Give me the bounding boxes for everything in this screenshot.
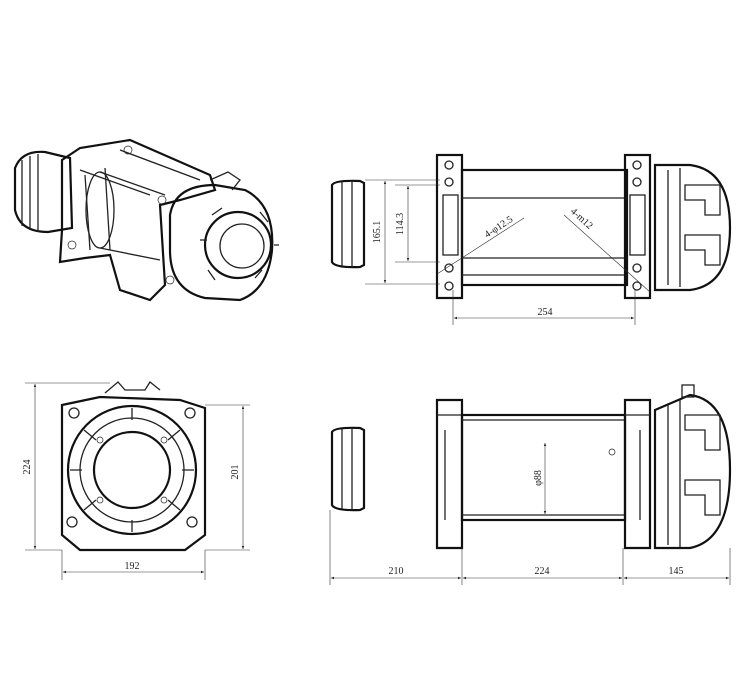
isometric-view xyxy=(13,138,279,302)
top-view: 165.1 114.3 4-φ12.5 4-m12 254 xyxy=(330,153,732,325)
hole-callout-phi12-5: 4-φ12.5 xyxy=(483,214,516,240)
dim-224-height: 224 xyxy=(22,460,33,475)
dim-192: 192 xyxy=(125,561,140,572)
dim-201: 201 xyxy=(230,465,241,480)
dim-phi88: φ88 xyxy=(533,470,544,486)
dim-145: 145 xyxy=(669,566,684,577)
side-view: φ88 210 224 145 xyxy=(329,384,732,585)
dim-165-1: 165.1 xyxy=(372,221,383,244)
front-view: 224 201 192 xyxy=(22,381,250,580)
dim-254: 254 xyxy=(538,307,553,318)
dim-210: 210 xyxy=(389,566,404,577)
hole-callout-m12: 4-m12 xyxy=(568,206,595,232)
dim-224-drum: 224 xyxy=(535,566,550,577)
dim-114-3: 114.3 xyxy=(395,213,406,235)
